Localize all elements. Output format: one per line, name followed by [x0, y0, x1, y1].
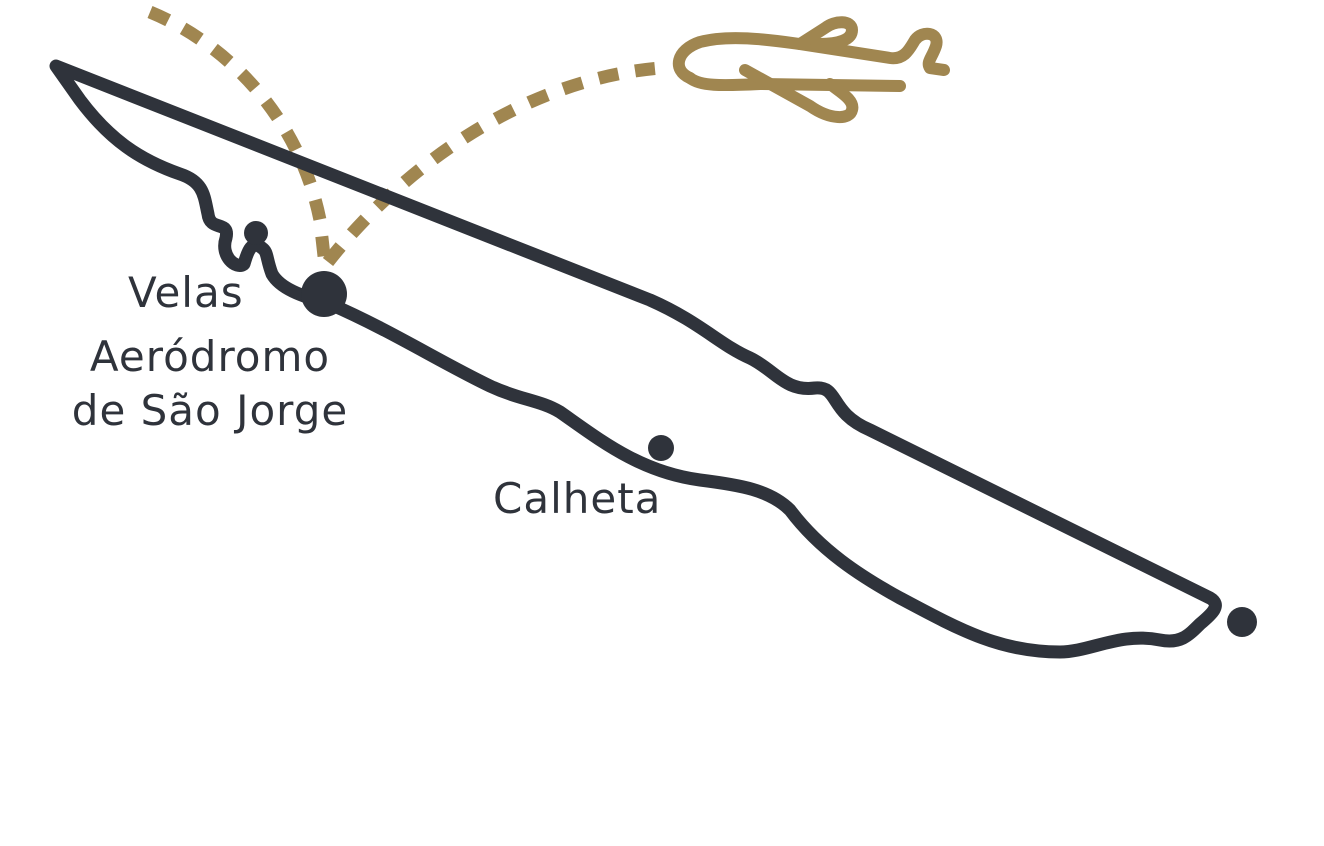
airport-label-line1: Aeródromo: [89, 332, 331, 381]
velas-label: Velas: [128, 268, 244, 317]
airport-label-line2: de São Jorge: [71, 386, 349, 435]
calheta-label: Calheta: [493, 474, 662, 523]
east-point-marker: [1227, 607, 1257, 637]
airport-marker: [301, 271, 347, 317]
island-outline: [49, 59, 1222, 659]
flight-routes: [147, 5, 661, 267]
airplane-icon: [672, 16, 950, 123]
flight-path-plane: [322, 61, 661, 267]
airport-label: Aeródromo de São Jorge: [62, 330, 358, 438]
calheta-marker: [648, 435, 674, 461]
place-markers: [244, 221, 1257, 637]
velas-marker: [244, 221, 268, 245]
